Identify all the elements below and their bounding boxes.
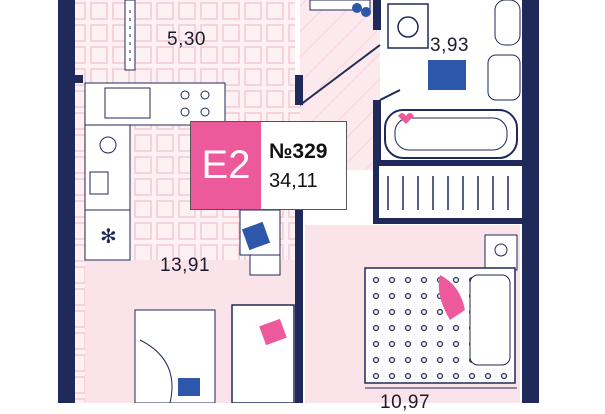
hall-floor [75, 0, 295, 80]
room-area-hall: 5,30 [167, 29, 206, 50]
toilet [494, 0, 521, 46]
walls [58, 0, 539, 403]
snowflake-icon: ✻ [100, 226, 117, 248]
rug [134, 309, 216, 403]
apartment-badge: E2 №329 34,11 [190, 121, 347, 210]
stove [180, 90, 210, 117]
radiator [387, 176, 509, 210]
bath-mat [428, 60, 466, 90]
apartment-total-area: 34,11 [269, 170, 318, 192]
washing-machine [387, 3, 429, 49]
bathtub [384, 109, 518, 159]
apartment-number: №329 [269, 140, 328, 163]
heart-icon [398, 113, 414, 124]
sink [487, 54, 521, 101]
room-area-bedroom: 10,97 [380, 392, 431, 413]
fridge [84, 209, 131, 261]
sofa [231, 304, 295, 403]
room-area-kitchen-living: 13,91 [160, 255, 211, 276]
room-area-bathroom: 3,93 [430, 35, 469, 56]
pillows [469, 274, 511, 366]
apartment-type-code: E2 [191, 122, 261, 209]
